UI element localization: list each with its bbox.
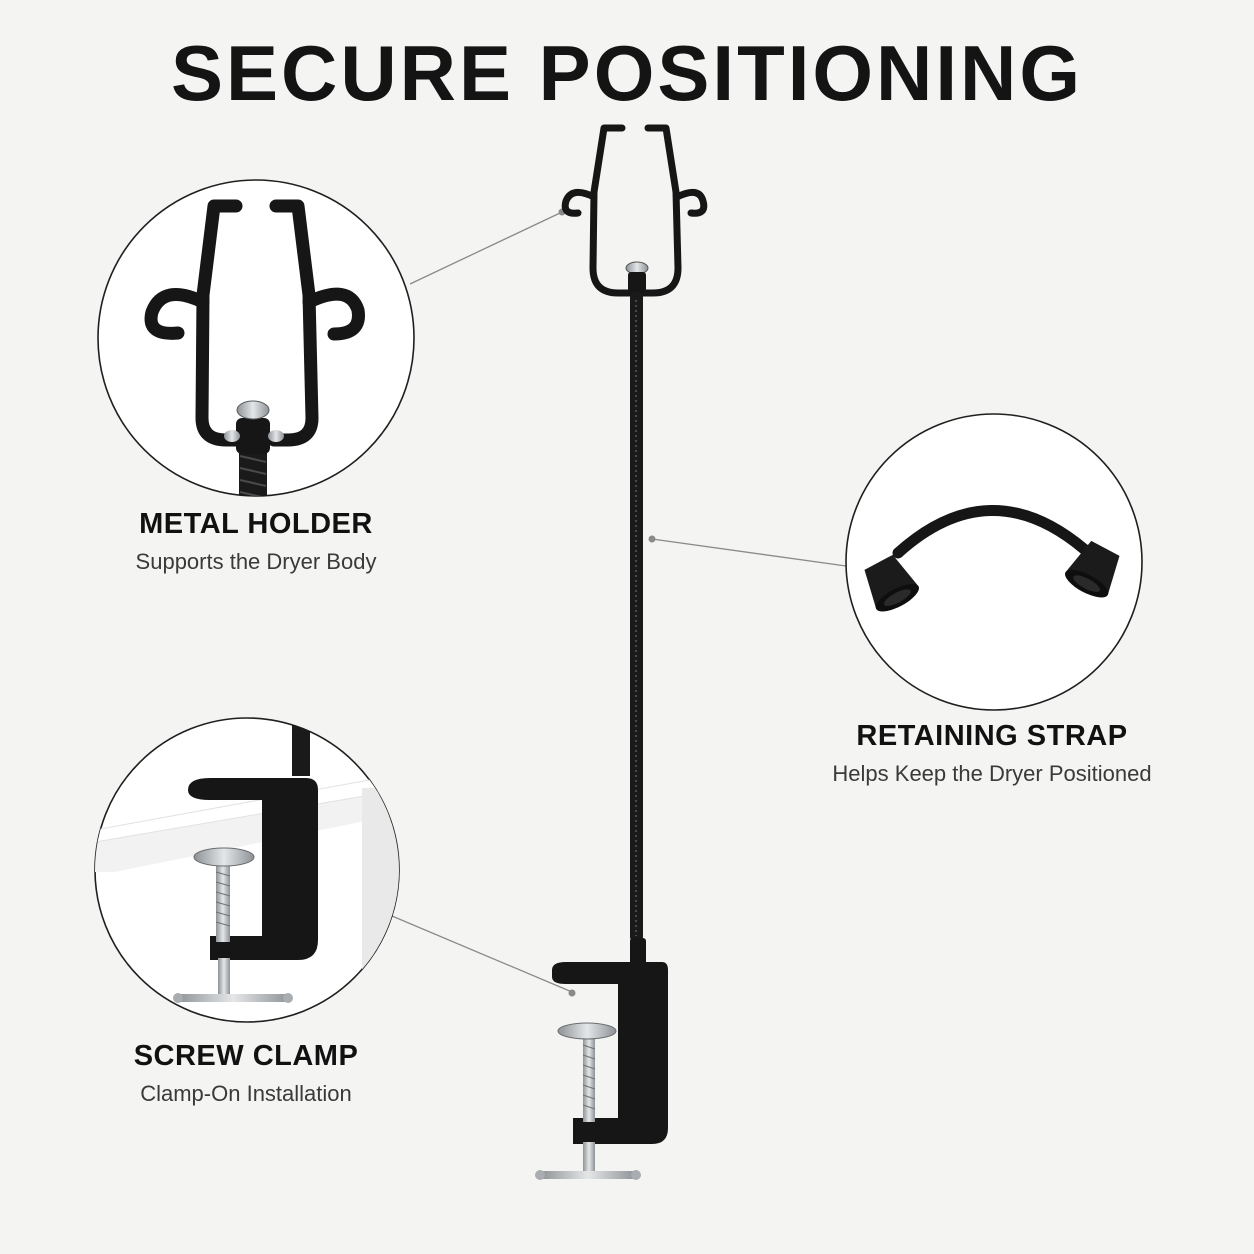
- leader-line-holder: [409, 212, 561, 285]
- main-holder-frame: [561, 124, 708, 297]
- metal-holder-icon: [144, 199, 365, 496]
- leader-dot-clamp: [568, 989, 576, 997]
- main-stand: [535, 124, 708, 1180]
- retaining-strap-caption: RETAINING STRAP Helps Keep the Dryer Pos…: [812, 720, 1172, 787]
- metal-holder-subheading: Supports the Dryer Body: [135, 549, 377, 574]
- page-title: SECURE POSITIONING: [170, 29, 1084, 117]
- main-holder-knob-base: [628, 272, 646, 292]
- leader-lines: [391, 212, 847, 993]
- main-screw-clamp: [535, 938, 668, 1180]
- leader-line-clamp: [391, 915, 573, 993]
- retaining-strap-icon: [864, 505, 1120, 612]
- screw-clamp-subheading: Clamp-On Installation: [140, 1081, 352, 1106]
- leader-dot-strap: [648, 535, 656, 543]
- leader-line-strap: [651, 538, 847, 567]
- metal-holder-heading: METAL HOLDER: [139, 508, 373, 540]
- circle-retaining-strap: [845, 413, 1143, 711]
- screw-clamp-icon: [95, 718, 399, 1003]
- circle-screw-clamp: [94, 717, 400, 1023]
- circle-metal-holder: [97, 179, 415, 497]
- metal-holder-caption: METAL HOLDER Supports the Dryer Body: [96, 508, 416, 575]
- retaining-strap-subheading: Helps Keep the Dryer Positioned: [832, 761, 1152, 786]
- screw-clamp-caption: SCREW CLAMP Clamp-On Installation: [96, 1040, 396, 1107]
- retaining-strap-heading: RETAINING STRAP: [856, 720, 1128, 752]
- screw-clamp-heading: SCREW CLAMP: [133, 1040, 359, 1072]
